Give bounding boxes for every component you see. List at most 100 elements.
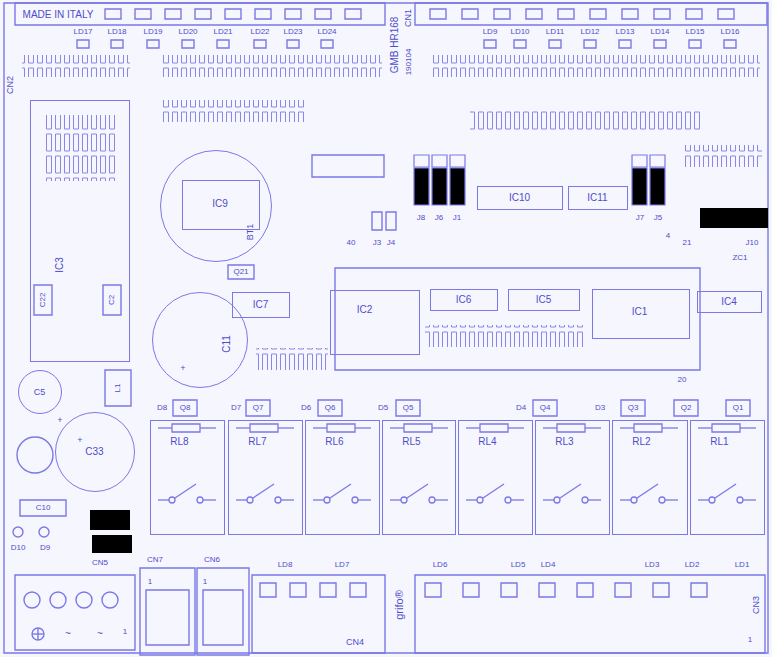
silkscreen-label: C2 xyxy=(108,295,116,305)
connector xyxy=(203,590,243,645)
jumper-footprint xyxy=(372,212,382,230)
silkscreen-label: D7 xyxy=(231,404,241,412)
component-name: RL6 xyxy=(325,437,343,447)
component-name: IC6 xyxy=(456,295,472,305)
silkscreen-label: LD11 xyxy=(546,28,565,36)
component-outline: IC2 xyxy=(330,290,420,355)
silkscreen-label: J6 xyxy=(435,214,443,222)
silkscreen-label: LD21 xyxy=(213,28,232,36)
silkscreen-label: LD14 xyxy=(650,28,669,36)
silkscreen-label: J3 xyxy=(373,239,381,247)
transistor-footprint xyxy=(173,400,750,416)
silkscreen-label: 4 xyxy=(666,232,670,240)
component-name: IC3 xyxy=(55,257,65,273)
connector xyxy=(252,575,385,653)
component-circle: BT1 IC9 xyxy=(160,150,272,262)
silkscreen-label: + xyxy=(180,364,185,373)
component-outline: RL5 xyxy=(382,420,456,535)
component-name: C5 xyxy=(34,387,46,396)
silkscreen-label: CN6 xyxy=(204,556,220,564)
component-name: RL4 xyxy=(478,437,496,447)
connector xyxy=(415,3,767,25)
component-name: IC1 xyxy=(632,307,648,317)
silkscreen-label: D4 xyxy=(516,404,526,412)
terminal xyxy=(24,592,118,640)
component-name: IC9 xyxy=(212,199,228,209)
component-outline: IC10 xyxy=(477,186,563,210)
silkscreen-label: LD6 xyxy=(433,561,448,569)
component-name: RL5 xyxy=(402,437,420,447)
inductor-footprint xyxy=(105,370,131,406)
silkscreen-label: C22 xyxy=(39,293,47,308)
silkscreen-label: 1 xyxy=(148,578,152,586)
connector xyxy=(415,575,765,653)
diode-footprint xyxy=(13,527,23,537)
component-outline: IC11 xyxy=(568,186,628,210)
silkscreen-label: ~ xyxy=(97,629,103,639)
component-outline: RL7 xyxy=(228,420,303,535)
silkscreen-label: J7 xyxy=(636,214,644,222)
component-outline: RL6 xyxy=(305,420,380,535)
transistor-footprint xyxy=(228,265,254,279)
component-name: RL8 xyxy=(170,437,188,447)
silkscreen-label: LD1 xyxy=(735,561,750,569)
jumper-footprint xyxy=(386,212,396,230)
silkscreen-label: LD3 xyxy=(645,561,660,569)
component-name: IC10 xyxy=(509,193,530,203)
component-outline: RL8 xyxy=(150,420,225,535)
component-outline: IC7 xyxy=(232,292,290,318)
component-circle: C5 xyxy=(18,370,62,414)
silkscreen-label: Q2 xyxy=(681,404,692,412)
silkscreen-label: Q4 xyxy=(540,404,551,412)
led-footprint xyxy=(77,40,736,48)
silkscreen-label: ZC1 xyxy=(732,254,747,262)
component-name: RL1 xyxy=(710,437,728,447)
component-name: IC7 xyxy=(253,300,269,310)
board-outline xyxy=(4,3,768,653)
capacitor-footprint xyxy=(20,500,66,516)
silkscreen-label: Q21 xyxy=(233,268,248,276)
silkscreen-label: LD13 xyxy=(615,28,634,36)
silkscreen-label: LD24 xyxy=(317,28,336,36)
connector xyxy=(15,575,135,650)
silkscreen-label: D3 xyxy=(595,404,605,412)
silkscreen-label: LD18 xyxy=(107,28,126,36)
silkscreen-label: J4 xyxy=(387,239,395,247)
silkscreen-label: LD5 xyxy=(511,561,526,569)
silkscreen-label: LD19 xyxy=(143,28,162,36)
silkscreen-label: 40 xyxy=(347,239,356,247)
silkscreen-label: Q8 xyxy=(180,404,191,412)
connector xyxy=(146,590,189,645)
component-outline: IC9 xyxy=(182,180,260,230)
silkscreen-label: J8 xyxy=(417,214,425,222)
silkscreen-label: L1 xyxy=(114,384,122,393)
component-name: IC11 xyxy=(587,193,607,203)
silkscreen-label: Q5 xyxy=(403,404,414,412)
component-footprint xyxy=(312,155,384,177)
silkscreen-label: Q3 xyxy=(628,404,639,412)
silkscreen-label: D8 xyxy=(157,404,167,412)
component-outline: IC6 xyxy=(430,289,498,311)
silkscreen-label: LD15 xyxy=(685,28,704,36)
silkscreen-label: CN4 xyxy=(346,638,364,647)
silkscreen-label: CN7 xyxy=(147,556,163,564)
silkscreen-label: LD7 xyxy=(335,561,350,569)
component-name: IC2 xyxy=(357,305,373,315)
resistor-row xyxy=(22,55,762,370)
silkscreen-label: MADE IN ITALY xyxy=(23,10,94,20)
silkscreen-label: LD9 xyxy=(483,28,498,36)
capacitor-footprint xyxy=(34,285,52,315)
component-name: BT1 xyxy=(245,223,254,240)
component-outline: RL1 xyxy=(690,420,765,535)
component-outline: IC1 xyxy=(592,289,690,339)
silkscreen-label: 1 xyxy=(123,628,127,636)
component-outline: IC3 xyxy=(30,100,130,362)
connector xyxy=(140,568,195,655)
silkscreen-label: LD12 xyxy=(580,28,599,36)
silkscreen-label: LD2 xyxy=(685,561,700,569)
silkscreen-label: grifo® xyxy=(394,590,405,620)
silkscreen-label: D6 xyxy=(301,404,311,412)
relay-symbol xyxy=(158,424,756,503)
silkscreen-label: LD16 xyxy=(720,28,739,36)
silkscreen-label: Q6 xyxy=(325,404,336,412)
